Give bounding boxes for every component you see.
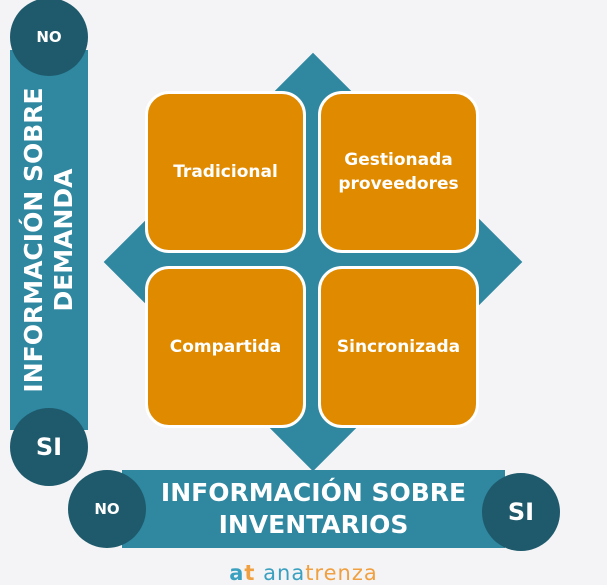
quadrant-text: Tradicional: [173, 162, 278, 182]
demand-axis-bar: [10, 50, 88, 430]
inventory-no-label: NO: [94, 500, 120, 518]
quadrant-text: Compartida: [169, 337, 282, 357]
logo-text-ana: ana: [263, 561, 306, 585]
quadrant-gestionada-proveedores: Gestionada proveedores: [318, 91, 479, 253]
anatrenza-logo: at anatrenza: [0, 561, 607, 585]
logo-text-trenza: trenza: [305, 561, 378, 585]
inventory-axis-label: INFORMACIÓN SOBRE INVENTARIOS: [122, 470, 505, 548]
inventory-si-label: SI: [507, 498, 535, 526]
demand-no-circle: NO: [10, 0, 88, 76]
inventory-no-circle: NO: [68, 470, 146, 548]
demand-si-label: SI: [35, 433, 63, 461]
demand-si-circle: SI: [10, 408, 88, 486]
quadrant-compartida: Compartida: [145, 266, 306, 428]
quadrant-text: proveedores: [338, 174, 459, 194]
quadrant-tradicional: Tradicional: [145, 91, 306, 253]
demand-axis-line1: INFORMACIÓN SOBRE: [19, 87, 48, 393]
quadrant-sincronizada: Sincronizada: [318, 266, 479, 428]
demand-axis-label: INFORMACIÓN SOBRE DEMANDA: [19, 50, 79, 430]
quadrant-text: Gestionada: [344, 150, 453, 170]
demand-axis-line2: DEMANDA: [49, 168, 78, 312]
inventory-axis-line2: INVENTARIOS: [218, 510, 409, 539]
demand-no-label: NO: [36, 28, 62, 46]
inventory-si-circle: SI: [482, 473, 560, 551]
quadrant-text: Sincronizada: [336, 337, 461, 357]
inventory-axis-line1: INFORMACIÓN SOBRE: [160, 478, 467, 507]
inventory-axis-bar: [122, 470, 505, 548]
logo-mark-icon: at: [229, 561, 256, 585]
